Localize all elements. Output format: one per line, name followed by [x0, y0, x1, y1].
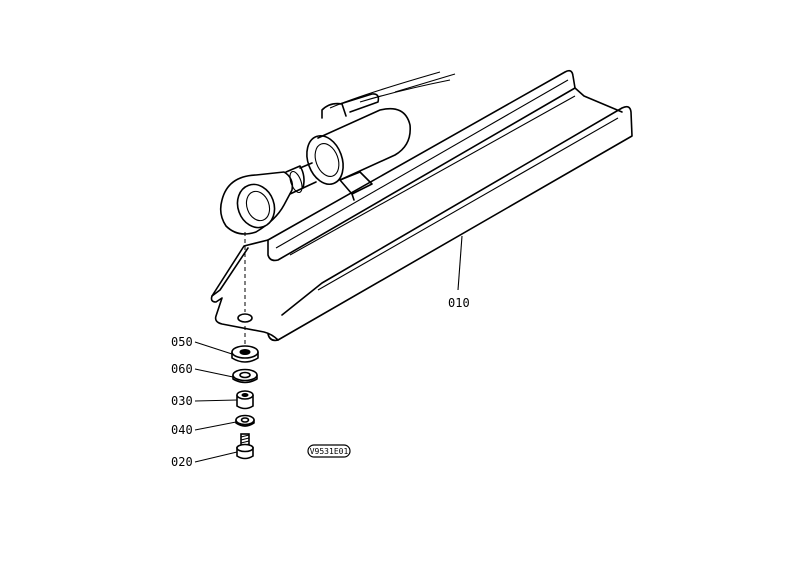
label-010: 010: [448, 296, 470, 310]
figure-id-text: V9531E01: [310, 447, 349, 456]
part-040-washer: [235, 414, 255, 427]
hardware-stack: [231, 345, 259, 460]
label-020: 020: [171, 455, 193, 469]
figure-id-stamp: V9531E01: [307, 444, 351, 458]
label-030: 030: [171, 394, 193, 408]
part-030-collar: [236, 390, 254, 410]
leader-lines: [194, 341, 238, 463]
label-060: 060: [171, 362, 193, 376]
cover-guard-010: [210, 69, 633, 342]
label-050: 050: [171, 335, 193, 349]
hydraulic-cylinder: [219, 71, 456, 235]
part-050-washer: [231, 345, 259, 363]
part-020-bolt: [236, 433, 254, 460]
label-040: 040: [171, 423, 193, 437]
part-060-washer: [232, 368, 258, 384]
